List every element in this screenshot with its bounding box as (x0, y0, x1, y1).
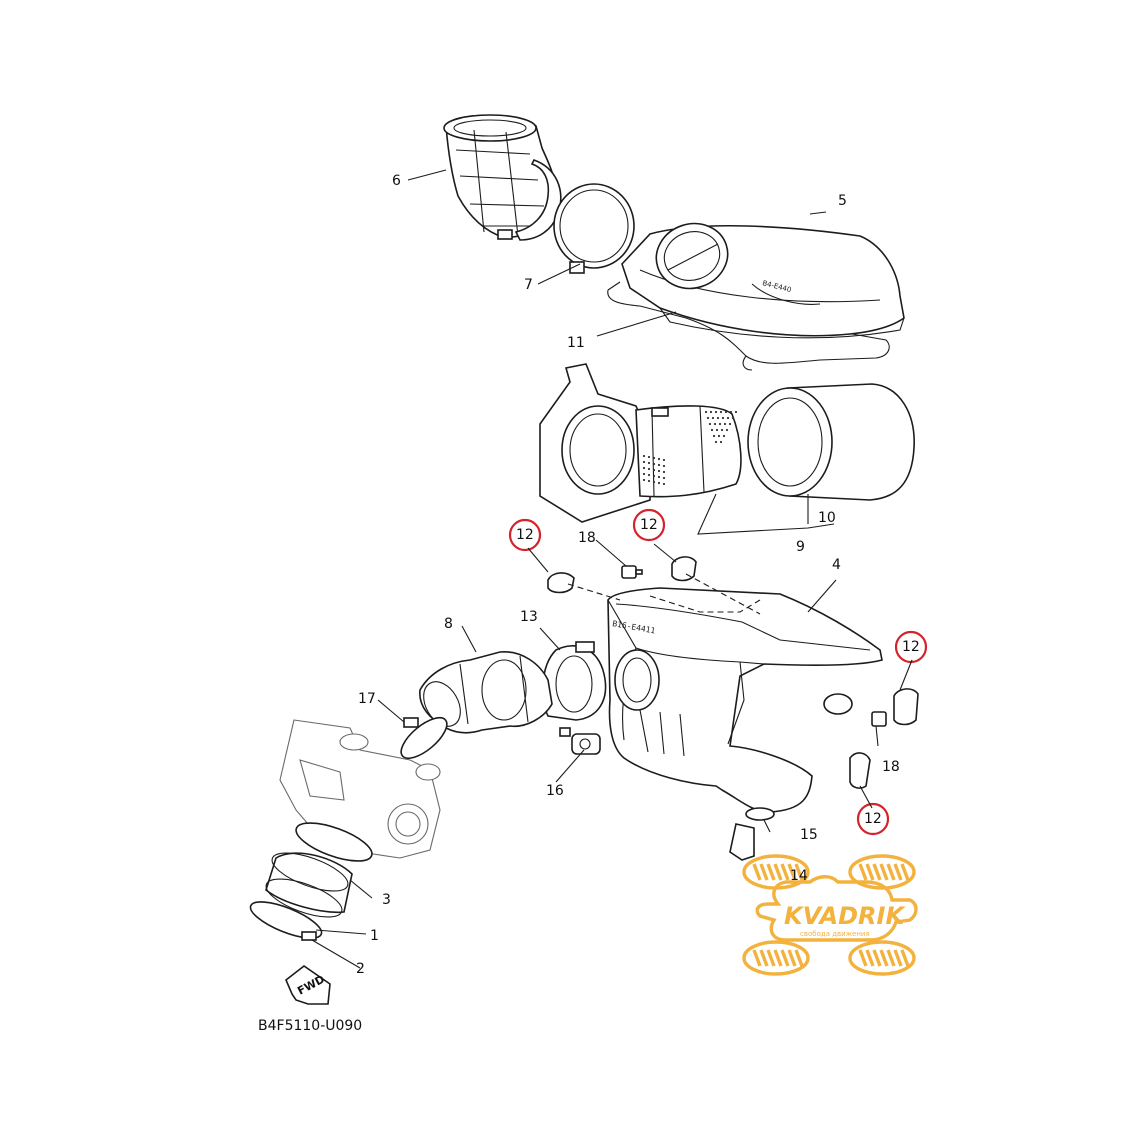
clip-part-12-d (849, 752, 871, 789)
drain-clip-part-15 (745, 807, 775, 821)
callout-c8: 8 (444, 616, 453, 632)
callout-c17: 17 (358, 691, 376, 707)
joint-part-1 (265, 852, 353, 918)
gasket-part-11 (607, 289, 890, 371)
kvadrik-logo: KVADRIK свобода движения (742, 854, 918, 976)
callout-c6: 6 (392, 173, 401, 189)
hose-clamp-part-17 (400, 716, 448, 760)
callout-c10: 10 (818, 510, 836, 526)
sensor-part-16 (559, 727, 601, 755)
filter-element-part-10 (747, 383, 915, 501)
callout-c2: 2 (356, 961, 365, 977)
callout-c3: 3 (382, 892, 391, 908)
callout-c12d: 12 (864, 811, 882, 827)
callout-c1: 1 (370, 928, 379, 944)
clip-part-12-c (893, 688, 919, 726)
o-ring-part-3 (295, 822, 373, 862)
callout-c7: 7 (524, 277, 533, 293)
joint-part-13 (541, 641, 607, 721)
clamp-ring-part-7 (553, 183, 635, 274)
highlight-circle-c12a (508, 518, 542, 552)
highlight-circle-c12b (632, 508, 666, 542)
drain-plug-part-14 (729, 823, 755, 861)
fwd-arrow-icon: FWD (285, 965, 331, 1005)
callout-c15: 15 (800, 827, 818, 843)
callout-c14: 14 (790, 868, 808, 884)
highlight-circle-c12d (856, 802, 890, 836)
kvadrik-wordmark: KVADRIK (784, 902, 906, 930)
callout-bracket-9-10 (697, 493, 835, 535)
air-box-cover-part-5 (621, 222, 905, 339)
callout-c13: 13 (520, 609, 538, 625)
logo-wheel-1 (742, 854, 810, 890)
diagram-code: B4F5110-U090 (258, 1018, 363, 1034)
callout-c11: 11 (567, 335, 585, 351)
clip-part-12-a (547, 572, 575, 594)
logo-wheel-2 (848, 854, 916, 890)
air-box-case-part-4 (607, 587, 883, 813)
filter-perforation-dots (642, 410, 738, 486)
bolt-part-18-b (871, 711, 887, 727)
logo-wheel-4 (848, 940, 916, 976)
callout-c12c: 12 (902, 639, 920, 655)
callout-c5: 5 (838, 193, 847, 209)
callout-c4: 4 (832, 557, 841, 573)
callout-c18a: 18 (578, 530, 596, 546)
callout-c12a: 12 (516, 527, 534, 543)
clamp-part-2 (249, 901, 323, 941)
callout-c9: 9 (796, 539, 805, 555)
filter-cage-part-9 (539, 363, 742, 523)
clip-part-12-b (671, 556, 697, 582)
logo-wheel-3 (742, 940, 810, 976)
intake-duct-part-6 (443, 114, 562, 241)
callout-c18b: 18 (882, 759, 900, 775)
callout-c12b: 12 (640, 517, 658, 533)
bolt-part-18-a (621, 565, 643, 579)
callout-c16: 16 (546, 783, 564, 799)
kvadrik-tagline: свобода движения (800, 930, 870, 938)
